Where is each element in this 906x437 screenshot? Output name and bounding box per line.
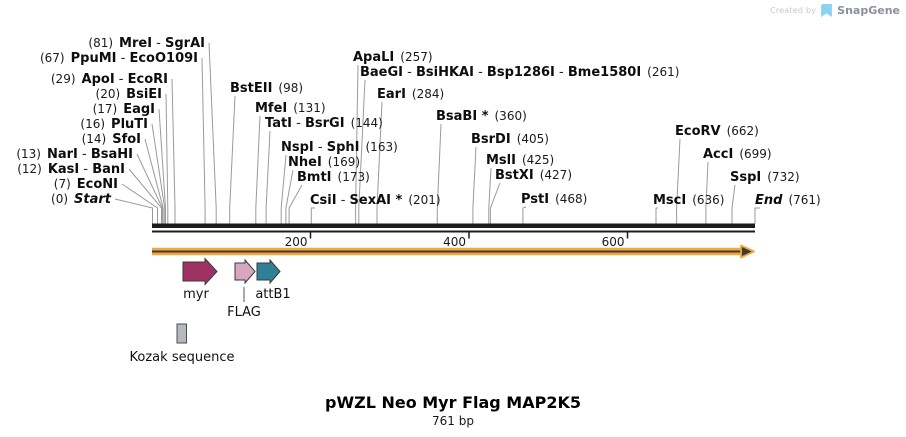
- enzyme-leader-line: [676, 138, 681, 224]
- enzyme-label: BmtI (173): [297, 170, 370, 185]
- snapgene-logo-icon: [821, 4, 833, 17]
- enzyme-leader-line: [121, 183, 158, 224]
- enzyme-leader-line: [285, 169, 294, 224]
- enzyme-label: (13) NarI - BsaHI: [16, 147, 133, 162]
- enzyme-label: TatI - BsrGI (144): [265, 116, 383, 131]
- feature-arrow-flag: [234, 258, 256, 285]
- feature-label: FLAG: [227, 305, 261, 320]
- enzyme-leader-line: [171, 78, 176, 224]
- enzyme-leader-line: [310, 207, 315, 224]
- enzyme-label: (12) KasI - BanI: [17, 162, 125, 177]
- snapgene-brand-label: SnapGene: [837, 4, 900, 17]
- enzyme-label: CsiI - SexAI * (201): [310, 193, 441, 208]
- enzyme-leader-line: [655, 207, 658, 224]
- enzyme-leader-line: [489, 182, 501, 224]
- enzyme-leader-line: [165, 93, 169, 224]
- enzyme-leader-line: [229, 95, 236, 224]
- feature-box-kozak-sequence: [176, 323, 187, 344]
- enzyme-label: (20) BsiEI: [96, 87, 162, 102]
- enzyme-label: BsaBI * (360): [436, 109, 527, 124]
- enzyme-label: MfeI (131): [255, 101, 326, 116]
- enzyme-label: (81) MreI - SgrAI: [88, 36, 205, 51]
- construct-length: 761 bp: [432, 413, 474, 428]
- enzyme-label: (67) PpuMI - EcoO109I: [40, 51, 198, 66]
- enzyme-label: (16) PluTI: [80, 117, 148, 132]
- sequence-bar: [152, 223, 755, 228]
- enzyme-leader-line: [288, 184, 303, 224]
- enzyme-label: BstXI (427): [495, 168, 572, 183]
- ruler-tick-label: 200: [285, 235, 308, 249]
- enzyme-label: End (761): [755, 193, 821, 208]
- enzyme-label: SspI (732): [730, 170, 800, 185]
- enzyme-leader-line: [472, 146, 477, 224]
- enzyme-label: MslI (425): [486, 153, 554, 168]
- enzyme-label: BaeGI - BsiHKAI - Bsp1286I - Bme1580I (2…: [360, 65, 679, 80]
- enzyme-label: NheI (169): [288, 155, 360, 170]
- enzyme-label: (7) EcoNI: [54, 177, 118, 192]
- enzyme-label: (29) ApoI - EcoRI: [51, 72, 168, 87]
- feature-label: attB1: [255, 287, 290, 302]
- feature-arrow-myr: [182, 257, 218, 286]
- enzyme-label: PstI (468): [521, 192, 587, 207]
- enzyme-label: ApaLI (257): [353, 50, 433, 65]
- enzyme-leader-line: [754, 207, 760, 224]
- construct-arrowhead: [740, 244, 755, 259]
- enzyme-leader-line: [144, 138, 164, 224]
- snapgene-watermark: Created by SnapGene: [770, 4, 900, 17]
- sequence-bar-baseline: [152, 230, 755, 233]
- enzyme-leader-line: [114, 198, 153, 224]
- enzyme-leader-line: [705, 161, 709, 224]
- enzyme-leader-line: [358, 79, 366, 224]
- enzyme-leader-line: [436, 123, 442, 224]
- enzyme-label: (14) SfoI: [82, 132, 141, 147]
- enzyme-label: NspI - SphI (163): [281, 140, 398, 155]
- ruler-tick-label: 400: [443, 235, 466, 249]
- enzyme-leader-line: [201, 57, 206, 224]
- region-label: Kozak sequence: [130, 350, 235, 365]
- enzyme-label: BsrDI (405): [471, 132, 549, 147]
- enzyme-label: EcoRV (662): [675, 124, 759, 139]
- enzyme-label: (0) Start: [51, 192, 112, 207]
- enzyme-leader-line: [151, 123, 166, 224]
- enzyme-leader-line: [731, 184, 736, 224]
- map-footer: pWZL Neo Myr Flag MAP2K5 761 bp: [0, 394, 906, 428]
- enzyme-label: (17) EagI: [93, 102, 155, 117]
- enzyme-label: BstEII (98): [230, 81, 303, 96]
- feature-label: myr: [183, 287, 209, 302]
- feature-arrow-attb1: [256, 258, 281, 285]
- enzyme-leader-line: [488, 167, 492, 224]
- enzyme-leader-line: [355, 64, 359, 224]
- ruler-tick-label: 600: [602, 235, 625, 249]
- enzyme-leader-line: [280, 154, 287, 224]
- enzyme-leader-line: [522, 206, 527, 224]
- enzyme-label: AccI (699): [703, 147, 772, 162]
- enzyme-label: EarI (284): [377, 87, 444, 102]
- enzyme-leader-line: [128, 168, 162, 224]
- enzyme-leader-line: [265, 130, 271, 224]
- created-by-label: Created by: [770, 6, 817, 15]
- construct-title: pWZL Neo Myr Flag MAP2K5: [324, 393, 581, 412]
- enzyme-leader-line: [376, 101, 383, 224]
- enzyme-leader-line: [136, 153, 163, 224]
- enzyme-leader-line: [255, 115, 261, 224]
- enzyme-leader-line: [158, 108, 166, 224]
- enzyme-label: MscI (636): [653, 193, 725, 208]
- enzyme-leader-line: [208, 42, 217, 224]
